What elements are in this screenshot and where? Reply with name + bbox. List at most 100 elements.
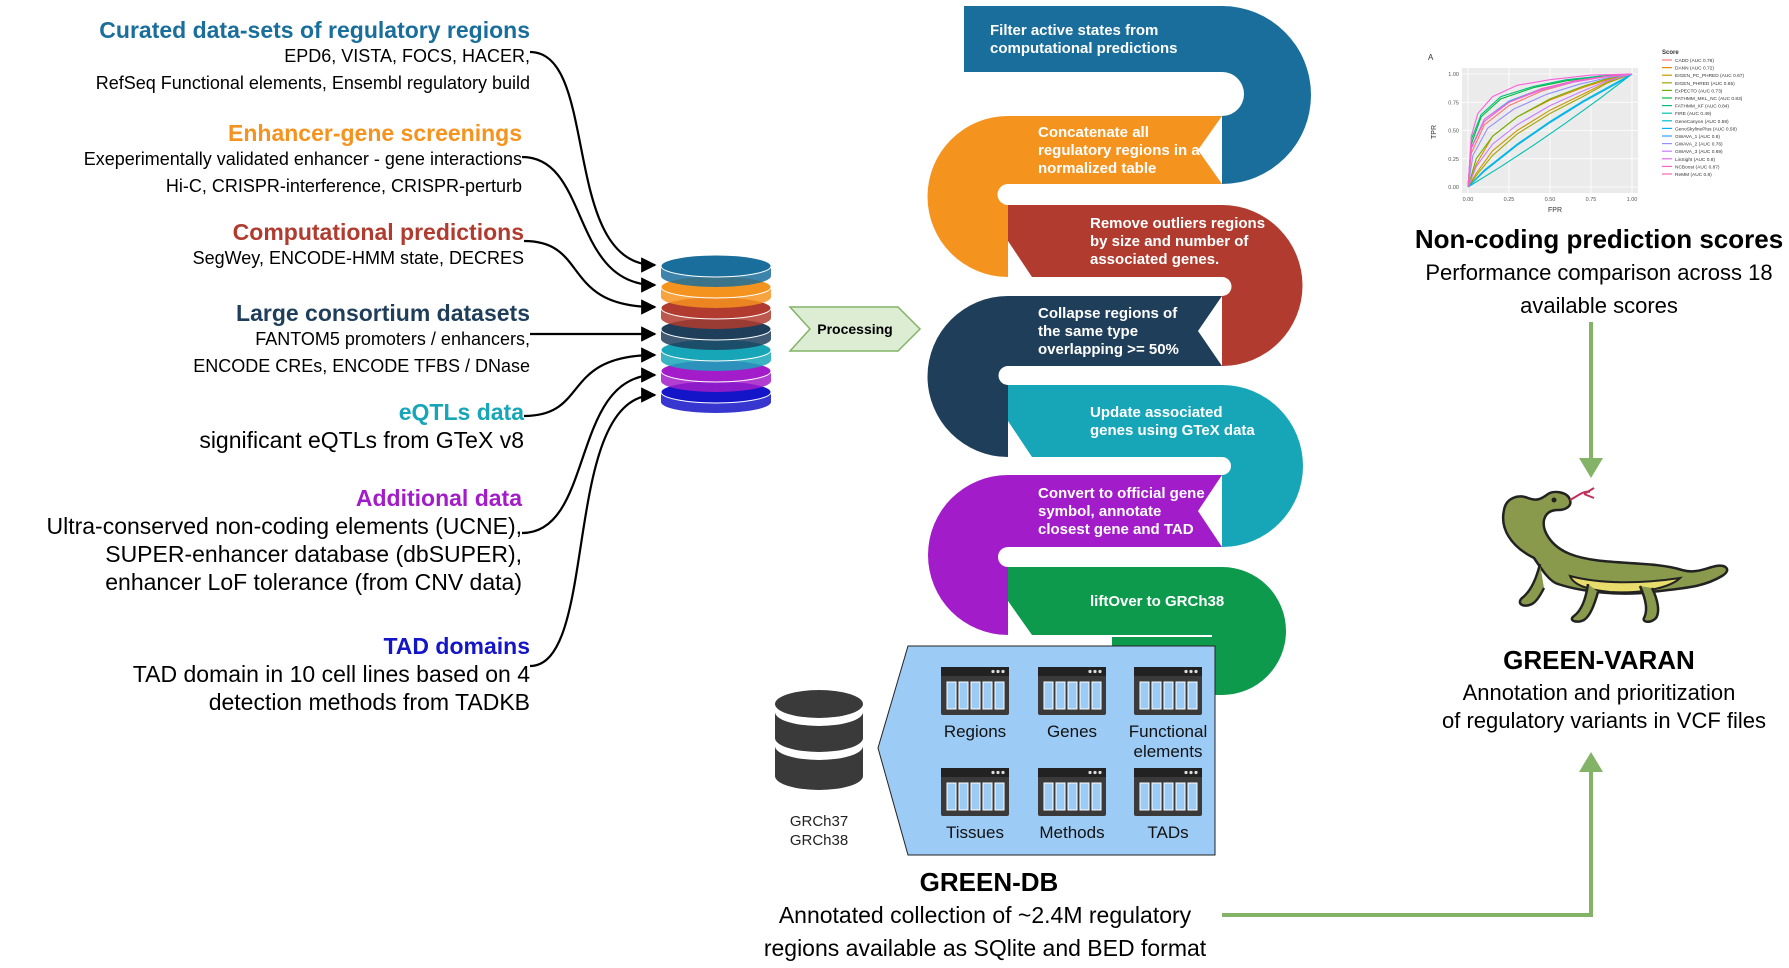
source-title: TAD domains xyxy=(383,633,530,659)
tool-description-line-1: Annotation and prioritization xyxy=(1463,680,1736,705)
komodo-dragon-icon xyxy=(1501,487,1729,623)
source-description-line: enhancer LoF tolerance (from CNV data) xyxy=(105,569,522,595)
scores-description-line-2: available scores xyxy=(1520,293,1678,318)
source-description-line: Ultra-conserved non-coding elements (UCN… xyxy=(46,513,522,539)
legend-entry: ReMM (AUC 0.8) xyxy=(1675,172,1712,178)
y-tick-label: 1.00 xyxy=(1448,72,1459,78)
source-title: Large consortium datasets xyxy=(236,300,530,326)
x-tick-label: 1.00 xyxy=(1627,197,1638,203)
pipeline-step xyxy=(1008,385,1222,457)
table-icon xyxy=(941,667,1009,715)
source-description-line: significant eQTLs from GTeX v8 xyxy=(199,427,524,453)
scores-description-line-1: Performance comparison across 18 xyxy=(1425,260,1772,285)
y-tick-label: 0.50 xyxy=(1448,129,1459,135)
legend-entry: GWAVA_3 (AUC 0.69) xyxy=(1675,149,1723,155)
pipeline-step-label: computational predictions xyxy=(990,40,1178,57)
legend-entry: ExPECTO (AUC 0.73) xyxy=(1675,88,1723,94)
green-db-description-line-2: regions available as SQlite and BED form… xyxy=(764,935,1207,961)
database-icon xyxy=(775,690,863,790)
y-tick-label: 0.00 xyxy=(1448,185,1459,191)
pipeline-end-curl xyxy=(1222,567,1286,695)
pipeline-step-label: normalized table xyxy=(1038,160,1156,177)
source-description-line: Exeperimentally validated enhancer - gen… xyxy=(84,149,522,169)
y-tick-label: 0.25 xyxy=(1448,157,1459,163)
pipeline-step-label: Collapse regions of xyxy=(1038,305,1178,322)
table-icon xyxy=(1038,667,1106,715)
connector-eqtl xyxy=(523,347,657,418)
legend-entry: GenoSkylinePlus (AUC 0.58) xyxy=(1675,126,1737,132)
roc-series-line xyxy=(1467,73,1633,188)
x-tick-label: 0.00 xyxy=(1463,197,1474,203)
pipeline-step xyxy=(1008,475,1222,547)
connector-computational xyxy=(523,239,657,315)
pipeline-step-label: associated genes. xyxy=(1090,251,1219,268)
legend-entry: EIGEN_PHRED (AUC 0.65) xyxy=(1675,81,1735,87)
tool-title: GREEN-VARAN xyxy=(1503,645,1695,675)
arrow-db-to-tool-head xyxy=(1579,752,1603,772)
roc-series-line xyxy=(1467,73,1633,188)
connector-tad xyxy=(529,387,657,668)
table-label: TADs xyxy=(1147,823,1188,842)
table-icon xyxy=(1038,768,1106,816)
tool-description-line-2: of regulatory variants in VCF files xyxy=(1442,708,1766,733)
pipeline-step-label: Filter active states from xyxy=(990,22,1158,39)
y-tick-label: 0.75 xyxy=(1448,100,1459,106)
pipeline-step-label: by size and number of xyxy=(1090,233,1249,250)
roc-series-line xyxy=(1467,73,1633,188)
roc-plot: 0.00 0.25 0.50 0.75 1.00 0.00 0.25 0.50 0.75 1.00 xyxy=(1448,68,1638,203)
pipeline-bend xyxy=(928,475,1008,635)
legend-entry: NCBoost (AUC 0.87) xyxy=(1675,164,1720,170)
connector-enhancer xyxy=(521,155,657,293)
processing-chevron: Processing xyxy=(788,306,922,352)
chart-legend: CADD (AUC 0.78)DANN (AUC 0.72)EIGEN_PC_P… xyxy=(1662,58,1744,178)
chart-panel-letter: A xyxy=(1428,53,1434,62)
table-label: Regions xyxy=(944,722,1006,741)
source-title: Curated data-sets of regulatory regions xyxy=(99,17,530,43)
processing-label: Processing xyxy=(817,321,892,337)
pipeline-step-label: Remove outliers regions xyxy=(1090,215,1265,232)
table-label: Tissues xyxy=(946,823,1004,842)
pipeline-step-label: the same type xyxy=(1038,323,1138,340)
chart-ylabel: TPR xyxy=(1431,125,1438,139)
pipeline-step xyxy=(964,6,1222,72)
source-description-line: detection methods from TADKB xyxy=(209,689,530,715)
legend-entry: GWAVA_2 (AUC 0.76) xyxy=(1675,142,1723,148)
source-title: Enhancer-gene screenings xyxy=(228,120,522,146)
roc-series-line xyxy=(1467,73,1633,188)
x-tick-label: 0.50 xyxy=(1545,197,1556,203)
legend-entry: EIGEN_PC_PHRED (AUC 0.67) xyxy=(1675,73,1744,79)
roc-series-line xyxy=(1467,73,1633,188)
pipeline-bend xyxy=(927,116,1008,277)
pipeline-step xyxy=(1008,205,1222,277)
source-title: Additional data xyxy=(356,485,522,511)
roc-series-line xyxy=(1467,73,1633,188)
green-connectors xyxy=(1222,322,1603,917)
roc-series-line xyxy=(1467,73,1633,188)
chart-legend-title: Score xyxy=(1662,50,1679,56)
legend-entry: FATHMM_MKL_NC (AUC 0.83) xyxy=(1675,96,1743,102)
connector-additional xyxy=(521,367,657,535)
chart-xlabel: FPR xyxy=(1548,207,1562,214)
source-description-line: FANTOM5 promoters / enhancers, xyxy=(255,329,530,349)
pipeline-step-label: closest gene and TAD xyxy=(1038,521,1194,538)
legend-entry: CADD (AUC 0.78) xyxy=(1675,58,1714,64)
table-icon xyxy=(1134,667,1202,715)
x-tick-label: 0.75 xyxy=(1586,197,1597,203)
pipeline-step xyxy=(1008,567,1222,635)
source-connectors xyxy=(521,50,657,668)
x-tick-label: 0.25 xyxy=(1504,197,1515,203)
source-description-line: EPD6, VISTA, FOCS, HACER, xyxy=(284,46,530,66)
roc-series-line xyxy=(1467,73,1633,188)
pipeline-bend xyxy=(1222,6,1311,184)
pipeline-bend xyxy=(1222,385,1303,547)
pipeline-step-label: Convert to official gene xyxy=(1038,485,1205,502)
table-label: elements xyxy=(1134,742,1203,761)
pipeline-step-label: overlapping >= 50% xyxy=(1038,341,1179,358)
source-description-line: SegWey, ENCODE-HMM state, DECRES xyxy=(193,248,524,268)
scores-title: Non-coding prediction scores xyxy=(1415,224,1783,254)
pipeline-bend xyxy=(1222,205,1303,366)
